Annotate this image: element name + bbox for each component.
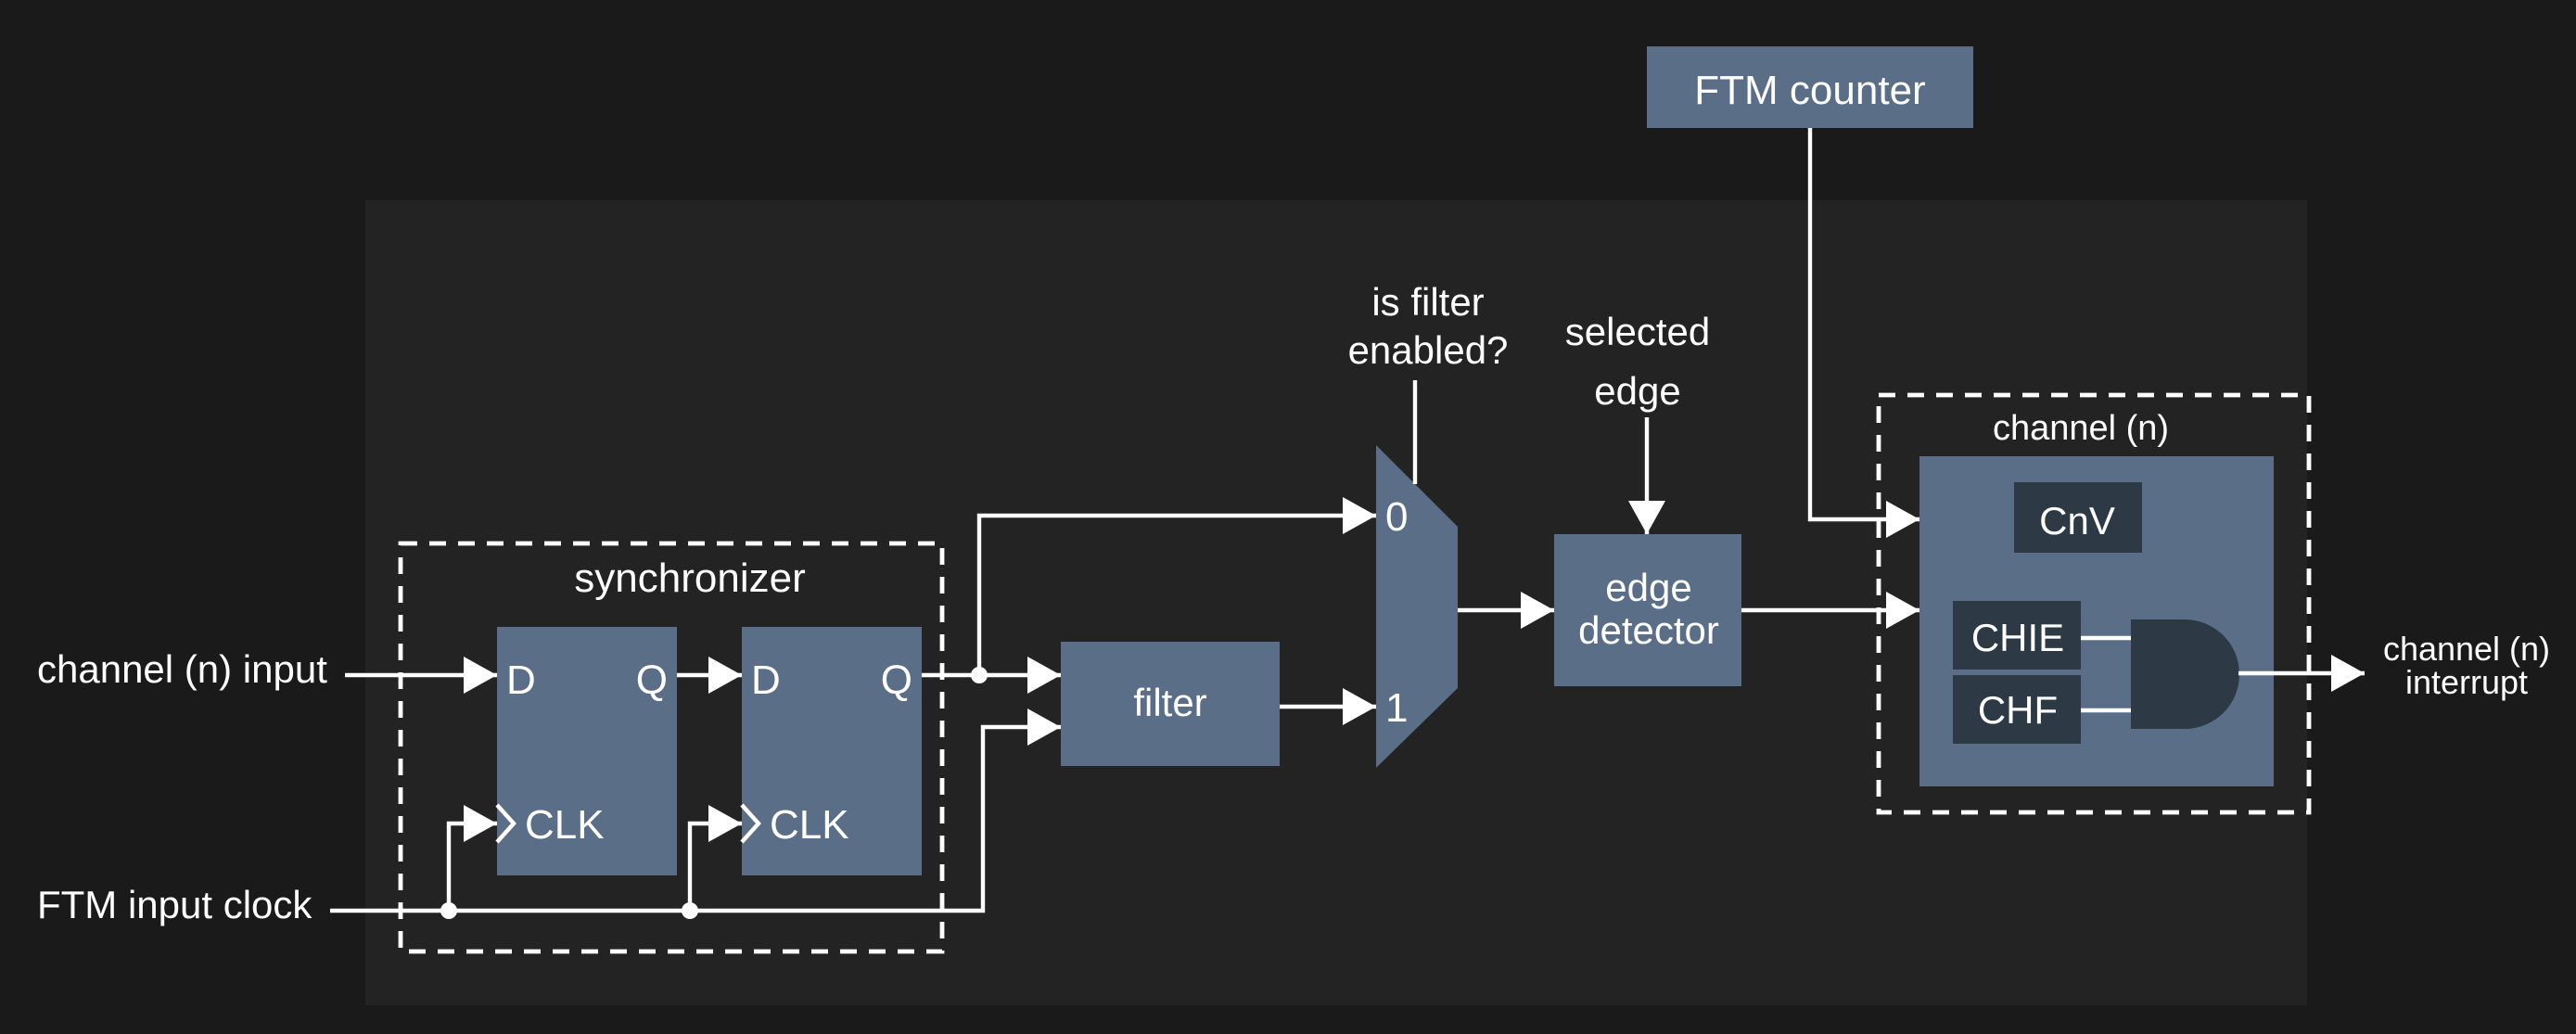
ftm-counter-label: FTM counter: [1694, 68, 1925, 113]
dff2-clk-pin-label: CLK: [770, 802, 849, 848]
cnv-register-label: CnV: [2039, 499, 2115, 543]
chf-register-label: CHF: [1978, 688, 2058, 732]
dff1-box: [497, 627, 677, 875]
synchronizer-boundary: [398, 541, 945, 954]
dff1-clk-pin-label: CLK: [525, 802, 605, 848]
dff2-q-pin-label: Q: [881, 657, 912, 703]
dff2-d-pin-label: D: [751, 657, 781, 703]
mux-shape: [1376, 445, 1458, 768]
dff2-box: [742, 627, 922, 875]
edge-detector-label-line2: detector: [1578, 608, 1719, 652]
junction-dot: [682, 902, 698, 919]
filter-box: [1061, 642, 1280, 766]
synchronizer-title: synchronizer: [574, 555, 805, 601]
selected-edge-label-line2: edge: [1594, 369, 1680, 413]
dff2-clock-edge-icon: [740, 803, 761, 844]
filter-enabled-question-line1: is filter: [1371, 280, 1484, 324]
edge-detector-box: [1554, 534, 1741, 686]
junction-dot: [971, 667, 988, 683]
edge-detector-label-line1: edge: [1605, 566, 1691, 609]
channel-input-label: channel (n) input: [37, 647, 327, 691]
channel-interrupt-label-line2: interrupt: [2405, 663, 2528, 701]
mux-input0-label: 0: [1385, 494, 1408, 540]
channel-title: channel (n): [1993, 409, 2169, 448]
ftm-counter-box: [1647, 46, 1973, 128]
wire-clock-to-dff2: [687, 805, 742, 911]
wire-bypass-to-mux0: [976, 497, 1376, 675]
junction-dot: [440, 902, 457, 919]
chie-register-box: [1953, 601, 2081, 670]
selected-edge-label-line1: selected: [1565, 310, 1710, 353]
channel-boundary: [1876, 392, 2312, 815]
and-gate-icon: [2131, 619, 2239, 729]
filter-enabled-question-line2: enabled?: [1348, 328, 1509, 372]
channel-interrupt-label-line1: channel (n): [2383, 630, 2550, 668]
chf-register-box: [1953, 675, 2081, 744]
cnv-register-box: [2014, 482, 2142, 553]
ftm-input-clock-label: FTM input clock: [37, 883, 312, 926]
wire-ftm-input-clock: [330, 708, 1061, 913]
dff1-q-pin-label: Q: [636, 657, 668, 703]
dff1-d-pin-label: D: [506, 657, 536, 703]
wire-ftm-counter-to-channel: [1807, 128, 1919, 538]
filter-label: filter: [1133, 681, 1206, 724]
dff1-clock-edge-icon: [495, 803, 516, 844]
mux-input1-label: 1: [1385, 685, 1408, 731]
wire-clock-to-dff1: [446, 805, 497, 911]
chie-register-label: CHIE: [1971, 616, 2064, 659]
